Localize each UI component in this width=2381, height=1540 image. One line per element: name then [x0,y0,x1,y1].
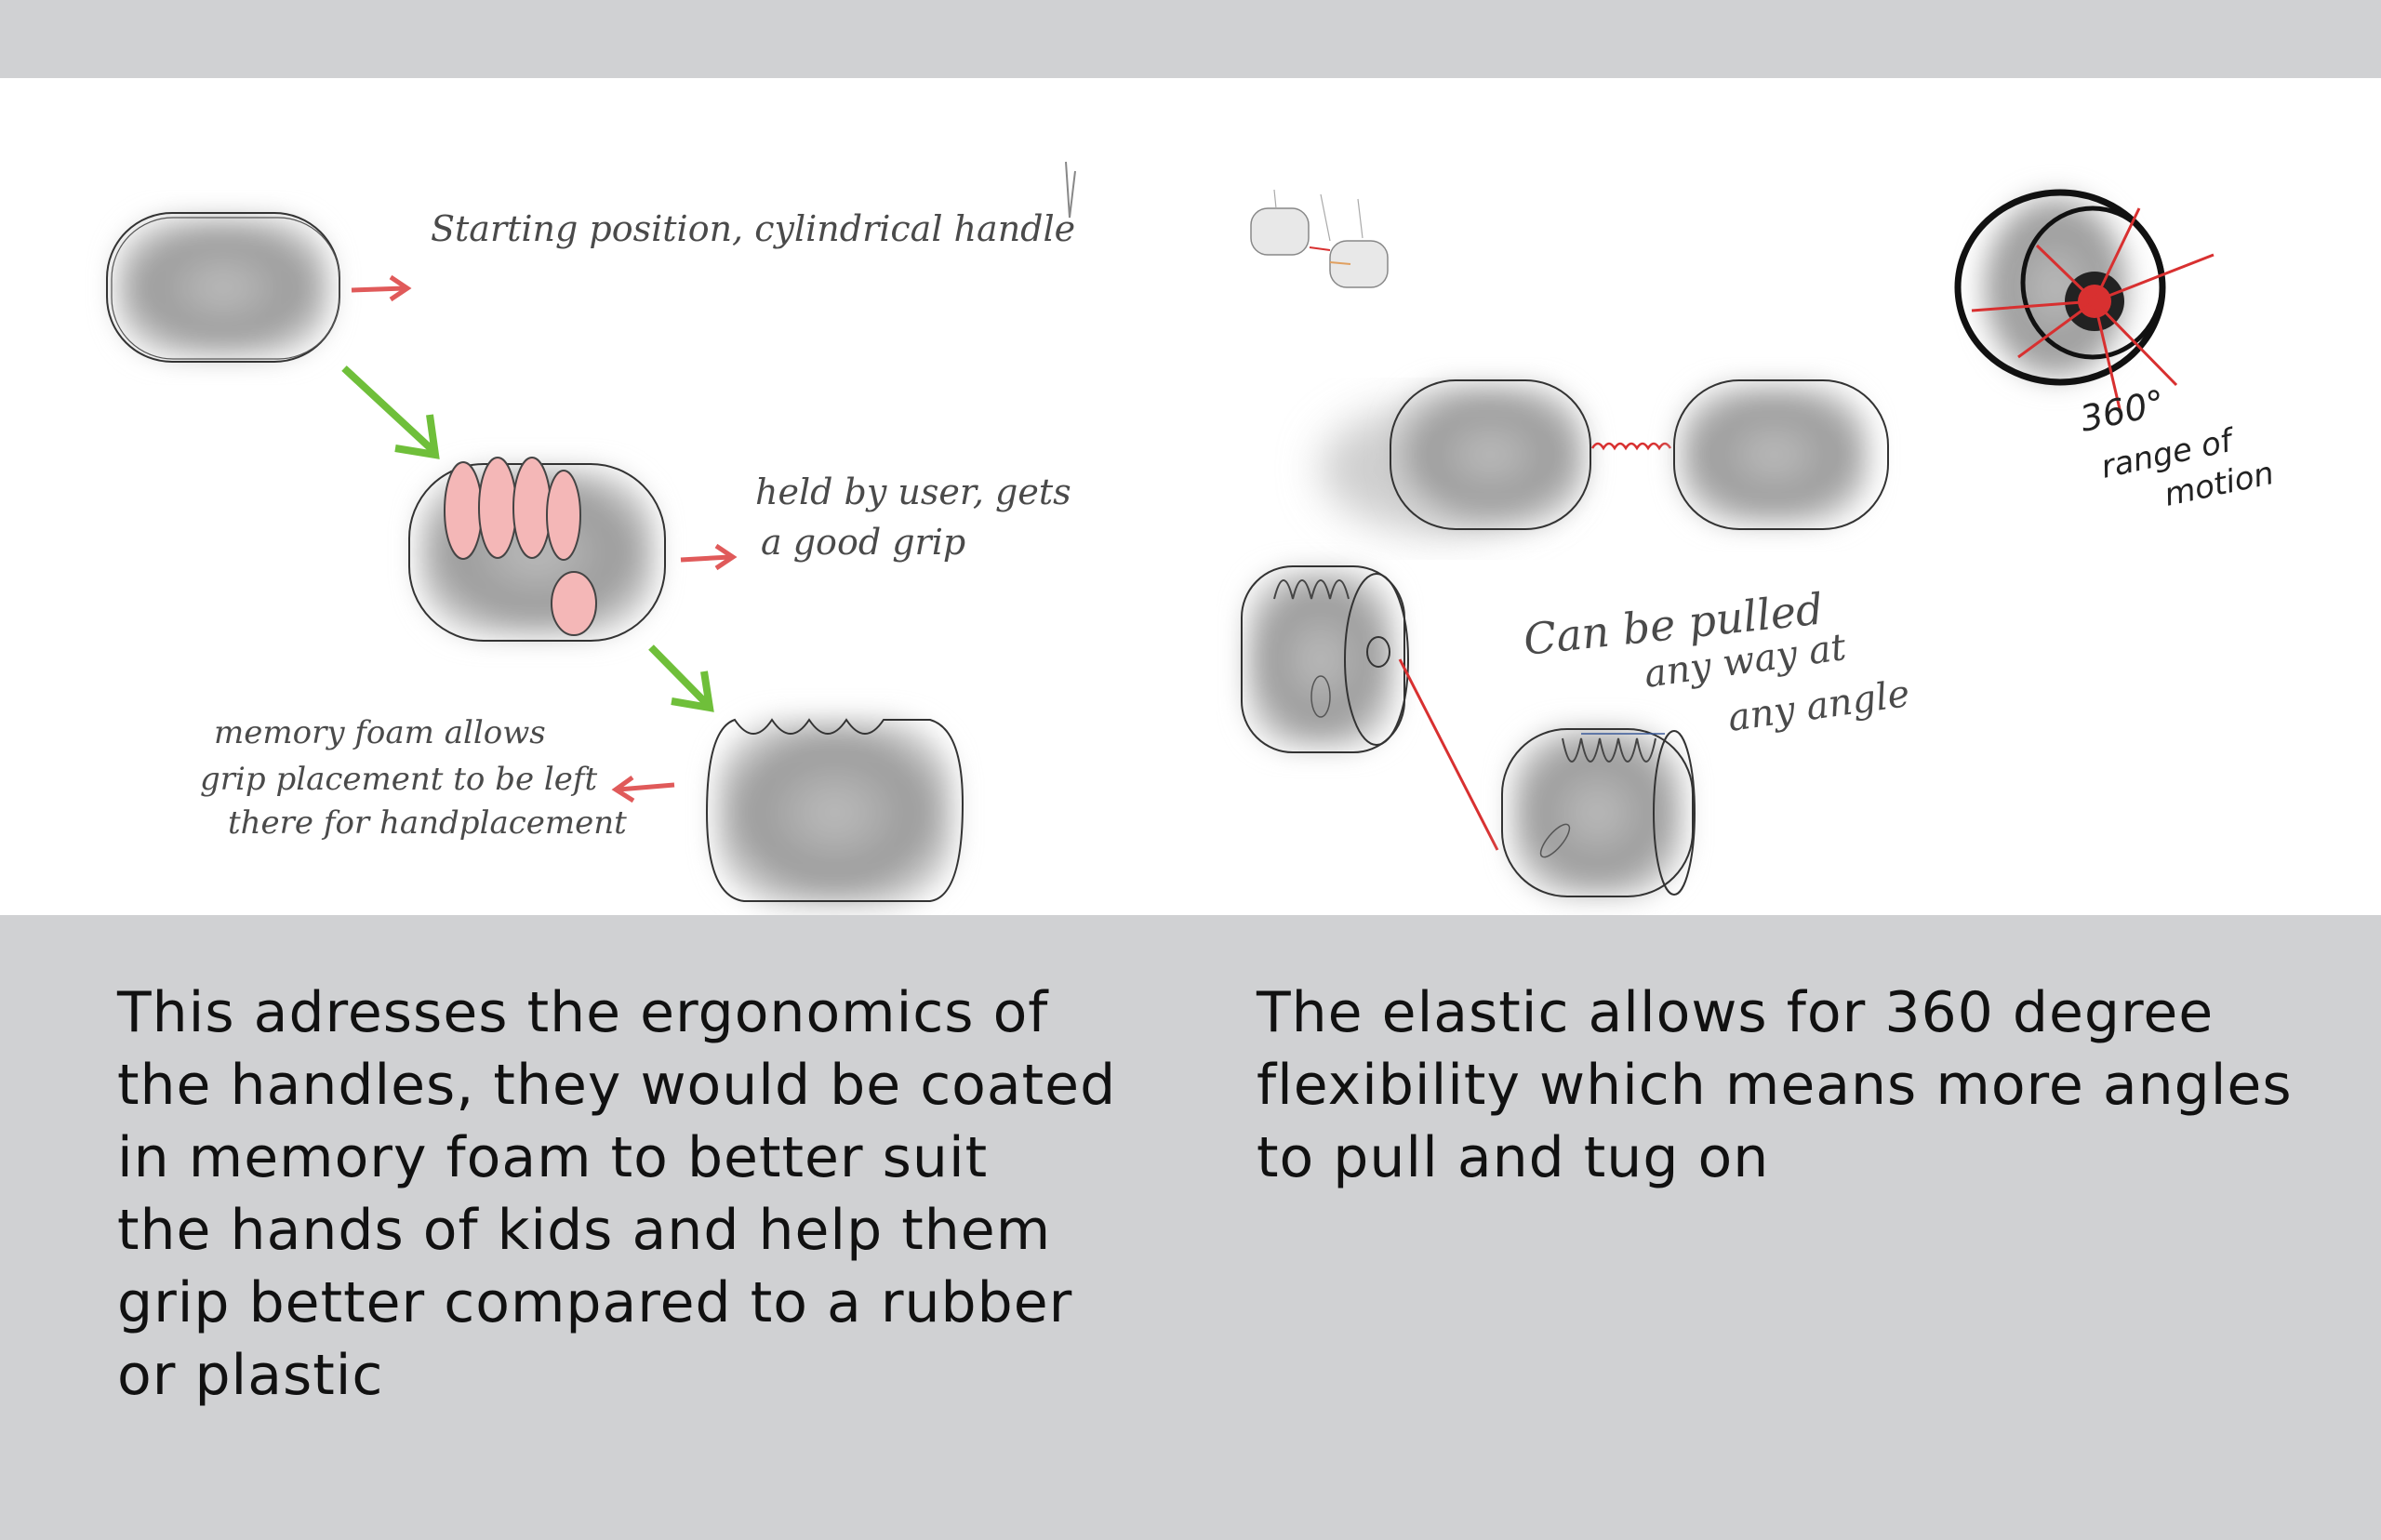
sketch-canvas: Starting position, cylindrical handle he… [106,161,2277,906]
handle-with-spring-left [1241,565,1409,753]
label-memory-foam-1: memory foam allows [214,714,546,751]
caption-left: This adresses the ergonomics of the hand… [117,976,1116,1412]
caption-right-line: flexibility which means more angles [1257,1053,2293,1118]
arrow-green-1 [341,365,440,459]
label-held-by-user-2: a good grip [761,522,965,563]
label-held-by-user-1: held by user, gets [755,471,1071,512]
thumbnail-sketch [1250,189,1389,288]
caption-right-line: The elastic allows for 360 degree [1257,980,2215,1045]
arrow-red-1 [351,274,412,302]
sketch-area: Starting position, cylindrical handle he… [0,78,2381,915]
handle-sketch-imprinted [705,718,964,906]
arrow-green-2 [648,644,714,712]
handle-sketch-gripped [408,457,666,642]
handle-with-spring-right [1501,728,1696,897]
handle-sketch-start [106,212,340,363]
caption-left-line: in memory foam to better suit [117,1125,989,1190]
caption-left-line: or plastic [117,1343,384,1408]
stray-mark [1065,161,1076,219]
caption-left-line: grip better compared to a rubber [117,1270,1073,1335]
caption-left-line: the handles, they would be coated [117,1053,1117,1118]
label-range-1: 360° [2077,382,2169,440]
caption-left-line: the hands of kids and help them [117,1198,1052,1263]
top-band [0,0,2381,78]
arrow-red-3 [611,775,675,803]
caption-right-line: to pull and tug on [1257,1125,1770,1190]
arrow-red-2 [680,543,738,571]
elastic-line [1398,658,1499,851]
linked-handles-sketch [1321,379,1889,534]
label-memory-foam-2: grip placement to be left [200,761,597,798]
label-pulled-3: any angle [1725,672,1912,740]
caption-left-line: This adresses the ergonomics of [117,980,1049,1045]
sphere-rotation-sketch [1954,189,2215,414]
label-starting-position: Starting position, cylindrical handle [431,208,1075,249]
caption-right: The elastic allows for 360 degree flexib… [1257,976,2293,1194]
label-memory-foam-3: there for handplacement [228,804,627,842]
